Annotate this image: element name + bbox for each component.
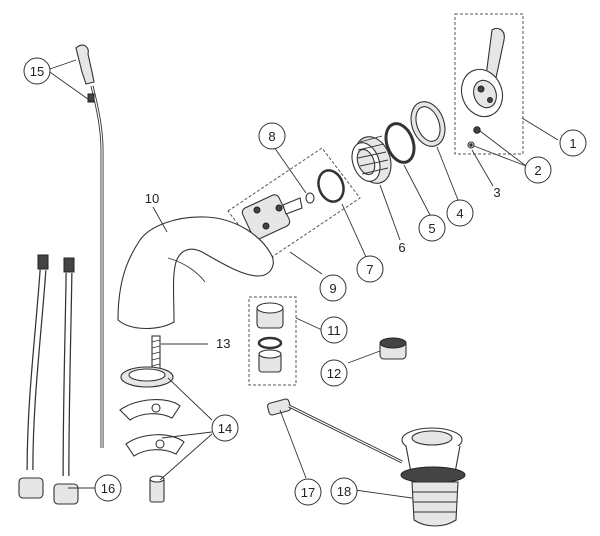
callout-11: 11 [320,316,348,344]
callout-15-label: 15 [30,64,44,79]
callout-1: 1 [559,129,587,157]
callout-13: 13 [216,336,230,351]
callout-17: 17 [294,478,322,506]
callout-3: 3 [493,185,500,200]
callout-15: 15 [23,57,51,85]
callout-18: 18 [330,477,358,505]
callout-8-label: 8 [268,129,275,144]
callout-4: 4 [446,199,474,227]
callout-18-label: 18 [337,484,351,499]
part-mounting-kit [119,366,185,503]
callout-7-label: 7 [366,262,373,277]
part-grub-screw [473,126,481,134]
part-popup-waste [400,427,466,527]
callout-10: 10 [145,191,159,206]
callout-5: 5 [418,214,446,242]
callout-13-label: 13 [216,336,230,351]
callout-14: 14 [211,414,239,442]
callout-6-label: 6 [398,240,405,255]
callout-11-label: 11 [327,323,341,338]
callout-9: 9 [319,274,347,302]
callout-14-label: 14 [218,421,232,436]
callout-17-label: 17 [301,485,315,500]
part-aerator-group [248,296,297,386]
callout-9-label: 9 [329,281,336,296]
callout-12: 12 [320,359,348,387]
callout-10-label: 10 [145,191,159,206]
part-tap-body [117,216,274,330]
callout-6: 6 [398,240,405,255]
part-small-screw [467,141,475,149]
callout-12-label: 12 [327,366,341,381]
callout-16: 16 [94,474,122,502]
part-lift-rod [75,44,104,448]
part-o-ring-large [384,122,416,164]
part-retaining-nut [351,135,392,184]
callout-1-label: 1 [569,136,576,151]
callout-7: 7 [356,255,384,283]
leader-lines [46,59,559,499]
part-flexible-hoses [18,254,79,505]
callout-8: 8 [258,122,286,150]
callout-4-label: 4 [456,206,463,221]
callout-3-label: 3 [493,185,500,200]
callout-16-label: 16 [101,481,115,496]
part-aerator-insert [379,337,407,360]
part-cover-cap [410,101,446,147]
part-rod-connector [266,398,403,464]
callout-2: 2 [524,156,552,184]
callout-5-label: 5 [428,221,435,236]
part-lever-handle [454,13,524,155]
callout-2-label: 2 [534,163,541,178]
